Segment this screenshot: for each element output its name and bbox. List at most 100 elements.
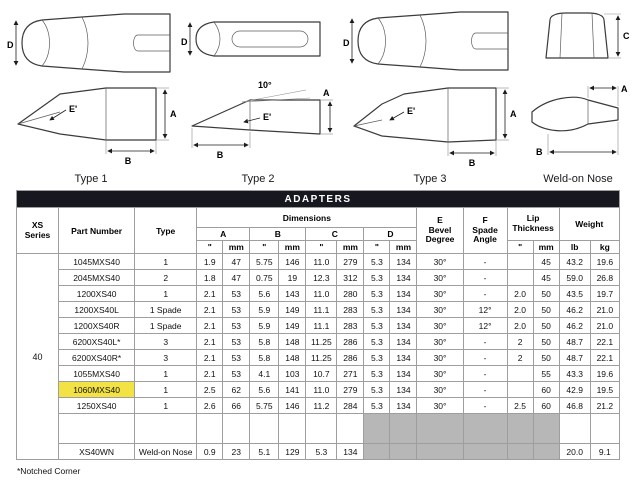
cell-b_in: 5.6 [249,285,280,302]
col-header-f-spade-angle: F Spade Angle [462,207,508,254]
cell-d_in: 5.3 [363,285,391,302]
cell-a_mm: 53 [222,317,251,334]
cell-lb: 46.8 [558,397,591,414]
cell-e_bevel: 30° [416,269,464,286]
col-header-xs-series: XS Series [15,207,60,254]
footnote: *Notched Corner [17,466,81,476]
cell-c_mm: 286 [336,349,365,366]
cell-a_in: 2.1 [196,333,224,350]
cell-kg: 19.6 [589,365,621,382]
cell-d_mm: 134 [389,253,418,270]
cell-b_mm: 141 [278,381,307,398]
cell-b_in: 5.9 [249,317,280,334]
cell-c_in: 5.3 [305,443,338,460]
cell-c_mm: 279 [336,381,365,398]
cell-lb: 42.9 [558,381,591,398]
col-header-weight: Weight [558,207,621,241]
cell-a_mm: 66 [222,397,251,414]
cell-type: 1 [134,285,198,302]
type3-drawing: D E' A B Type 3 [343,11,517,185]
unit-weight-lb: lb [558,240,591,254]
cell-kg: 22.1 [589,349,621,366]
weldon-side-view [531,96,619,132]
cell-part_number: 1200XS40 [58,285,136,302]
cell-type: 3 [134,349,198,366]
type1-caption: Type 1 [74,173,107,185]
type1-side-view [17,87,157,141]
cell-kg: 19.5 [589,381,621,398]
cell-lb: 20.0 [558,443,591,460]
cell-b_mm: 103 [278,365,307,382]
cell-b_in: 5.8 [249,333,280,350]
type1-dim-e-label: E' [69,104,77,114]
cell-lb: 43.2 [558,253,591,270]
cell-c_in [305,413,338,444]
cell-b_in: 5.9 [249,301,280,318]
weldon-dim-a-label: A [621,84,628,94]
cell-a_in: 1.8 [196,269,224,286]
cell-f_spade [462,443,508,460]
cell-b_in: 5.6 [249,381,280,398]
cell-f_spade: - [462,349,508,366]
weldon-dim-c-label: C [623,31,630,41]
table-title-row: ADAPTERS [16,190,620,208]
cell-b_mm: 146 [278,253,307,270]
cell-a_mm: 53 [222,301,251,318]
weldon-drawing: C A B Weld-on Nose [531,12,630,185]
cell-b_mm: 148 [278,333,307,350]
cell-d_in: 5.3 [363,349,391,366]
cell-lip_in [506,253,534,270]
unit-d-mm: mm [389,240,418,254]
cell-e_bevel: 30° [416,317,464,334]
cell-c_mm: 284 [336,397,365,414]
cell-f_spade: - [462,333,508,350]
cell-kg: 22.1 [589,333,621,350]
cell-a_in: 0.9 [196,443,224,460]
cell-lip_mm: 45 [532,253,560,270]
cell-kg: 26.8 [589,269,621,286]
cell-type [134,413,198,444]
cell-c_mm [336,413,365,444]
cell-lip_in: 2.5 [506,397,534,414]
cell-c_in: 10.7 [305,365,338,382]
diagram-weldon-nose: C A B Weld-on Nose [522,8,634,191]
cell-f_spade: - [462,269,508,286]
cell-part_number: 1045MXS40 [58,253,136,270]
cell-lip_mm [532,443,560,460]
type2-dim-b-label: B [217,150,224,160]
cell-b_mm: 146 [278,397,307,414]
cell-type: 3 [134,333,198,350]
cell-d_mm: 134 [389,317,418,334]
cell-c_in: 11.0 [305,381,338,398]
type1-drawing: D E' A B Type 1 [7,13,177,185]
cell-a_mm: 47 [222,269,251,286]
cell-e_bevel: 30° [416,397,464,414]
cell-f_spade: - [462,285,508,302]
cell-type: 1 [134,253,198,270]
cell-e_bevel: 30° [416,253,464,270]
cell-c_in: 12.3 [305,269,338,286]
type2-dim-d-label: D [181,37,188,47]
type3-caption: Type 3 [413,173,446,185]
cell-type: 1 [134,397,198,414]
type2-side-view [191,99,321,135]
unit-c-mm: mm [336,240,365,254]
cell-kg: 19.6 [589,253,621,270]
type3-dim-b-label: B [469,158,476,168]
cell-c_in: 11.1 [305,317,338,334]
cell-c_mm: 312 [336,269,365,286]
diagram-type3: D E' A B Type 3 [340,8,520,191]
cell-f_spade: - [462,253,508,270]
cell-type: Weld-on Nose [134,443,198,460]
weldon-front-view [545,12,609,59]
type2-drawing: D 10° E' A B Type 2 [181,21,333,185]
cell-b_mm: 149 [278,317,307,334]
cell-d_mm: 134 [389,285,418,302]
cell-b_in: 5.75 [249,253,280,270]
cell-type: 1 [134,365,198,382]
col-header-part-number: Part Number [58,207,136,254]
cell-kg [589,413,621,444]
